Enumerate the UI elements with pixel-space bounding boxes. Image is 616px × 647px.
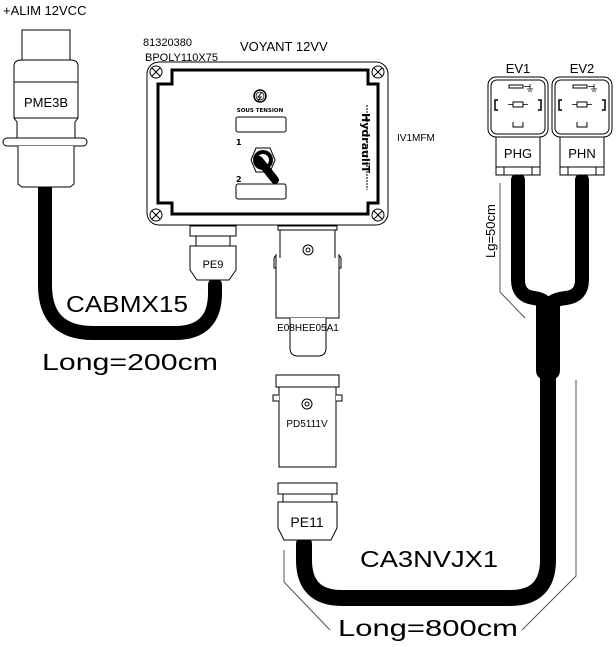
- connector-e08hee05a1: E08HEE05A1: [273, 225, 342, 357]
- label-plate-top: [235, 116, 287, 133]
- cable-ca3nvjx1: [296, 332, 556, 606]
- dimension-line-branch: [499, 183, 526, 319]
- plug-pd5111v: PD5111V PE11: [272, 374, 343, 541]
- cable-branch-ev1: [511, 173, 555, 317]
- box-title: VOYANT 12VV: [240, 39, 328, 54]
- branch-length-label: Lg=50cm: [483, 204, 498, 258]
- screw-icon: [149, 208, 163, 222]
- label-plate-bottom: [235, 183, 287, 200]
- cable-branch-ev2: [541, 173, 589, 317]
- valve-ev2-connector: PHN: [568, 146, 595, 161]
- box-part-number: 81320380: [143, 37, 192, 49]
- high-voltage-icon: [253, 89, 267, 103]
- cable-cabmx15-length: Long=200cm: [42, 349, 218, 375]
- cable-ca3nvjx1-label: CA3NVJX1: [360, 546, 498, 572]
- valve-connector-ev2: EV2 PHN: [551, 61, 613, 176]
- power-connector-ref: PME3B: [24, 95, 68, 110]
- switch-pos-2: 2: [236, 175, 242, 184]
- valve-ev2-label: EV2: [570, 61, 595, 76]
- svg-text:Lg=50cm: Lg=50cm: [483, 204, 498, 258]
- cable-cabmx15: [38, 181, 222, 340]
- svg-text:HydrauliT: HydrauliT: [359, 113, 372, 173]
- screw-icon: [371, 65, 385, 79]
- valve-connector-ev1: EV1 PHG: [487, 61, 549, 176]
- warning-label: SOUS TENSION: [237, 108, 284, 114]
- gland-pe9-label: PE9: [203, 259, 224, 271]
- plug-ref-label: PD5111V: [286, 419, 328, 430]
- gland-pe11-label: PE11: [290, 514, 323, 530]
- valve-ev1-label: EV1: [506, 61, 531, 76]
- connector-cap: [21, 29, 71, 61]
- gland-pe9: PE9: [189, 225, 237, 281]
- cable-ca3nvjx1-length: Long=800cm: [338, 615, 518, 641]
- toggle-switch[interactable]: [250, 147, 279, 184]
- brand-logo: HydrauliT: [359, 113, 372, 173]
- screw-icon: [371, 208, 385, 222]
- power-connector-pme3b: +ALIM 12VCC PME3B: [2, 3, 88, 188]
- switch-pos-1: 1: [236, 138, 242, 147]
- box-enclosure-ref: BPOLY110X75: [145, 52, 218, 64]
- power-label: +ALIM 12VCC: [3, 3, 86, 18]
- splitter-sleeve: [536, 300, 560, 380]
- dimension-line-right: [521, 380, 577, 631]
- cable-cabmx15-label: CABMX15: [66, 291, 188, 317]
- connector-e08-label: E08HEE05A1: [277, 323, 339, 334]
- screw-icon: [149, 65, 163, 79]
- dimension-line-left: [283, 550, 331, 631]
- control-box: 81320380 BPOLY110X75 VOYANT 12VV SOUS TE…: [143, 37, 435, 357]
- valve-ev1-connector: PHG: [504, 146, 532, 161]
- box-side-ref: IV1MFM: [397, 133, 435, 144]
